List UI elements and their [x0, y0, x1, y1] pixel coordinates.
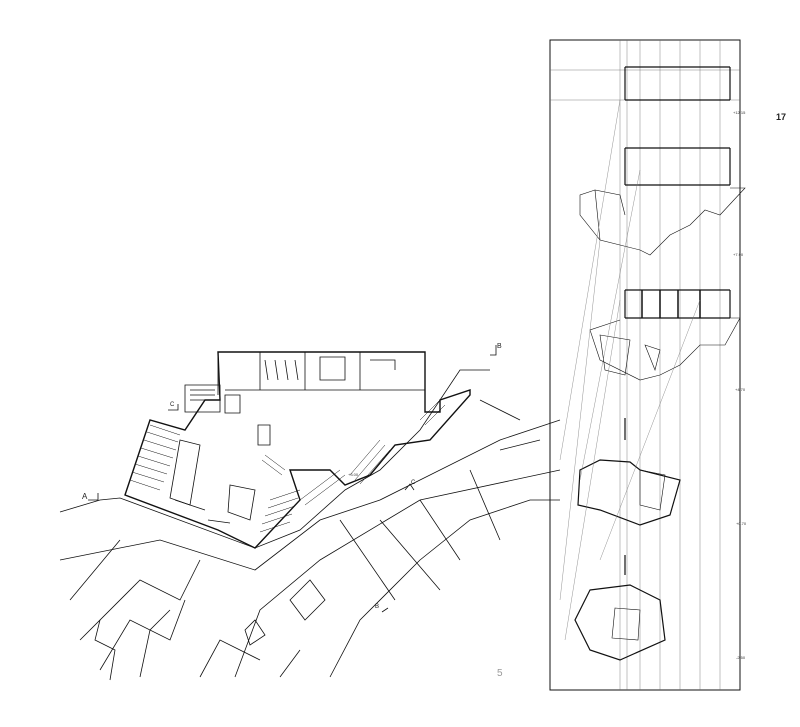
elevation-label: +3.00	[348, 472, 359, 477]
section-marker-c2: C	[411, 480, 416, 486]
page-number-right: 17	[776, 112, 787, 122]
section-marker-b2: B	[375, 604, 380, 610]
section-marker-a: A	[82, 492, 88, 501]
site-plan	[59, 345, 561, 681]
level-label: +0.70	[736, 521, 747, 526]
section-marker-b: B	[497, 343, 502, 350]
section-marker-c: C	[170, 402, 175, 408]
level-label: +4.70	[735, 387, 746, 392]
page-number-left: 5	[497, 668, 503, 679]
sections-sheet	[549, 39, 746, 691]
level-label: +12.15	[733, 110, 746, 115]
level-label: +7.90	[733, 252, 744, 257]
level-label: -2.50	[736, 655, 746, 660]
